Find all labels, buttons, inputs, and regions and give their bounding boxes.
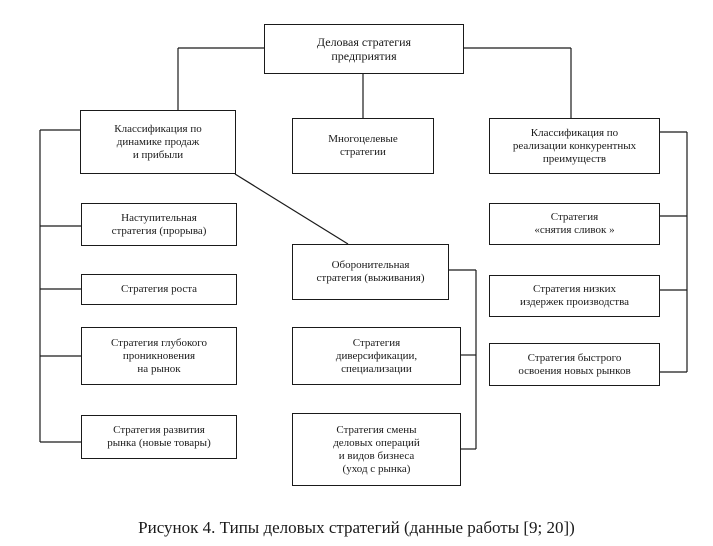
- root-node: Деловая стратегия предприятия: [264, 24, 464, 74]
- right-strategy-low-costs: Стратегия низких издержек производства: [489, 275, 660, 317]
- center-defensive-node: Оборонительная стратегия (выживания): [292, 244, 449, 300]
- left-strategy-offensive: Наступительная стратегия (прорыва): [81, 203, 237, 246]
- left-strategy-penetration: Стратегия глубокого проникновения на рын…: [81, 327, 237, 385]
- left-strategy-market-development: Стратегия развития рынка (новые товары): [81, 415, 237, 459]
- center-strategy-diversification: Стратегия диверсификации, специализации: [292, 327, 461, 385]
- left-strategy-growth: Стратегия роста: [81, 274, 237, 305]
- right-classification-node: Классификация по реализации конкурентных…: [489, 118, 660, 174]
- figure-caption: Рисунок 4. Типы деловых стратегий (данны…: [138, 518, 575, 537]
- left-classification-node: Классификация по динамике продаж и прибы…: [80, 110, 236, 174]
- center-strategy-business-change: Стратегия смены деловых операций и видов…: [292, 413, 461, 486]
- connector-diagonal-defensive: [234, 173, 349, 245]
- center-multipurpose-node: Многоцелевые стратегии: [292, 118, 434, 174]
- right-strategy-fast-market: Стратегия быстрого освоения новых рынков: [489, 343, 660, 386]
- right-strategy-skimming: Стратегия «снятия сливок »: [489, 203, 660, 245]
